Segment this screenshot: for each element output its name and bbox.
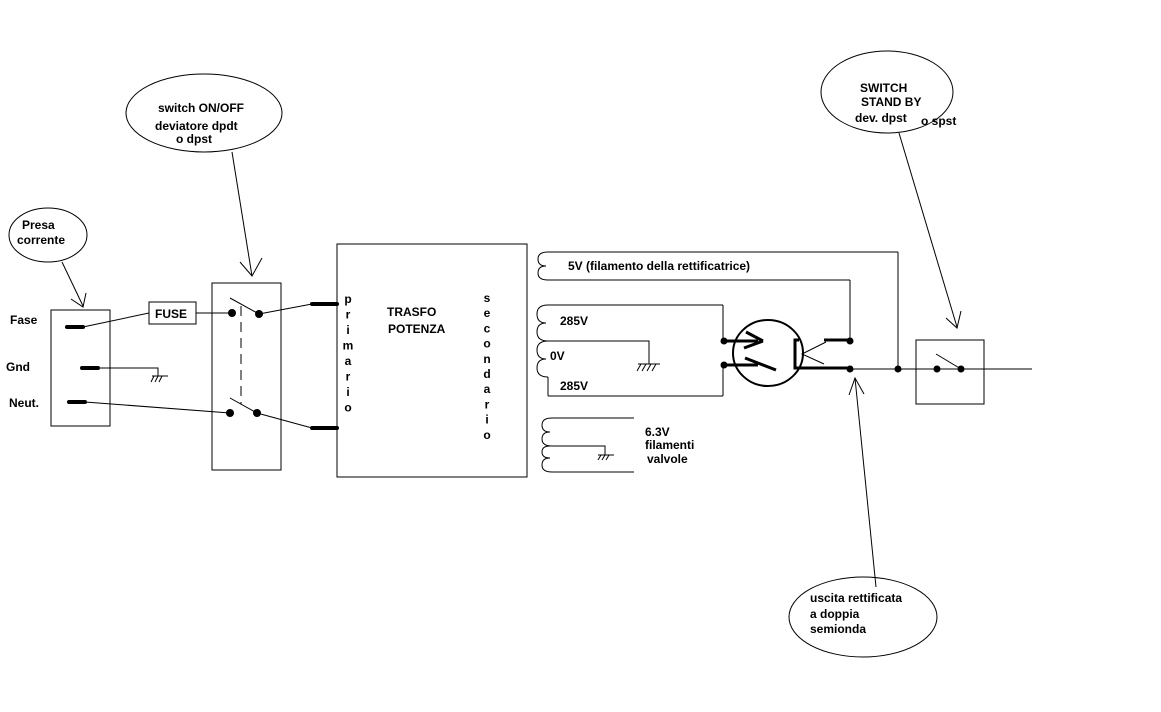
callout-switch-line1: switch ON/OFF	[158, 101, 244, 115]
vertical-letter: i	[485, 413, 488, 427]
ground-icon	[150, 375, 168, 383]
arrowhead-icon	[239, 257, 263, 277]
vertical-letter: s	[484, 291, 491, 305]
vertical-letter: d	[483, 367, 490, 381]
arrowhead-icon	[945, 310, 962, 329]
callout-standby-line3: dev. dpst	[855, 111, 907, 125]
vertical-letter: a	[345, 354, 352, 368]
vertical-letter: i	[346, 323, 349, 337]
winding-hv-bottom-label: 285V	[560, 379, 588, 393]
callout-uscita-line1: uscita rettificata	[810, 591, 902, 605]
arrowhead-icon	[848, 376, 865, 396]
wire-switch-primary-top	[258, 303, 313, 315]
callout-standby-line3b: o spst	[921, 114, 956, 128]
vertical-letter: m	[343, 339, 354, 353]
onoff-switch	[211, 282, 282, 471]
arrowhead-icon	[70, 292, 87, 308]
transformer-title-line2: POTENZA	[388, 322, 446, 336]
vertical-letter: r	[346, 308, 351, 322]
callout-switch-onoff: switch ON/OFF deviatore dpdt o dpst	[125, 73, 283, 277]
wire-neutral	[84, 401, 231, 414]
vertical-letter: n	[483, 352, 490, 366]
vertical-letter: i	[346, 385, 349, 399]
ground-icon	[597, 454, 614, 461]
winding-hv: 285V 0V 285V	[536, 304, 724, 397]
winding-center-tap-label: 0V	[550, 349, 565, 363]
callout-switch-line3: o dpst	[176, 132, 212, 146]
callout-standby-line1: SWITCH	[860, 81, 907, 95]
winding-5v: 5V (filamento della rettificatrice)	[537, 251, 899, 369]
vertical-letter: o	[344, 401, 351, 415]
winding-hv-top-label: 285V	[560, 314, 588, 328]
callout-uscita-line3: semionda	[810, 622, 866, 636]
callout-presa-corrente: Presa corrente	[8, 207, 88, 308]
winding-6v3-label-line2: filamenti	[645, 438, 694, 452]
rectifier-tube-icon	[720, 319, 854, 387]
vertical-letter: a	[484, 382, 491, 396]
callout-standby-line2: STAND BY	[861, 95, 921, 109]
transformer-title-line1: TRASFO	[387, 305, 436, 319]
socket-label-gnd: Gnd	[6, 360, 30, 374]
callout-uscita-line2: a doppia	[810, 607, 860, 621]
fuse: FUSE	[148, 301, 197, 325]
vertical-letter: o	[483, 428, 490, 442]
winding-6v3-label-line3: valvole	[647, 452, 688, 466]
callout-uscita: uscita rettificata a doppia semionda	[788, 376, 938, 658]
socket-label-neut: Neut.	[9, 396, 39, 410]
wire-gnd	[98, 367, 159, 376]
vertical-letter: o	[483, 337, 490, 351]
winding-5v-label: 5V (filamento della rettificatrice)	[568, 259, 750, 273]
vertical-letter: r	[485, 397, 490, 411]
callout-presa-line2: corrente	[17, 233, 65, 247]
callout-switch-line2: deviatore dpdt	[155, 119, 238, 133]
ground-icon	[636, 363, 660, 372]
winding-6v3-label-line1: 6.3V	[645, 425, 670, 439]
wire-switch-primary-bottom	[256, 412, 313, 429]
fuse-label: FUSE	[155, 307, 187, 321]
mains-socket: Fase Gnd Neut.	[6, 309, 111, 427]
vertical-letter: c	[484, 321, 491, 335]
vertical-letter: e	[484, 306, 491, 320]
callout-presa-line1: Presa	[22, 218, 55, 232]
wire-fase	[82, 312, 150, 328]
standby-switch	[915, 339, 985, 405]
vertical-letter: p	[344, 292, 351, 306]
socket-label-fase: Fase	[10, 313, 38, 327]
vertical-letter: r	[346, 370, 351, 384]
callout-standby: SWITCH STAND BY dev. dpst o spst	[820, 50, 962, 329]
winding-6v3: 6.3V filamenti valvole	[541, 417, 694, 473]
